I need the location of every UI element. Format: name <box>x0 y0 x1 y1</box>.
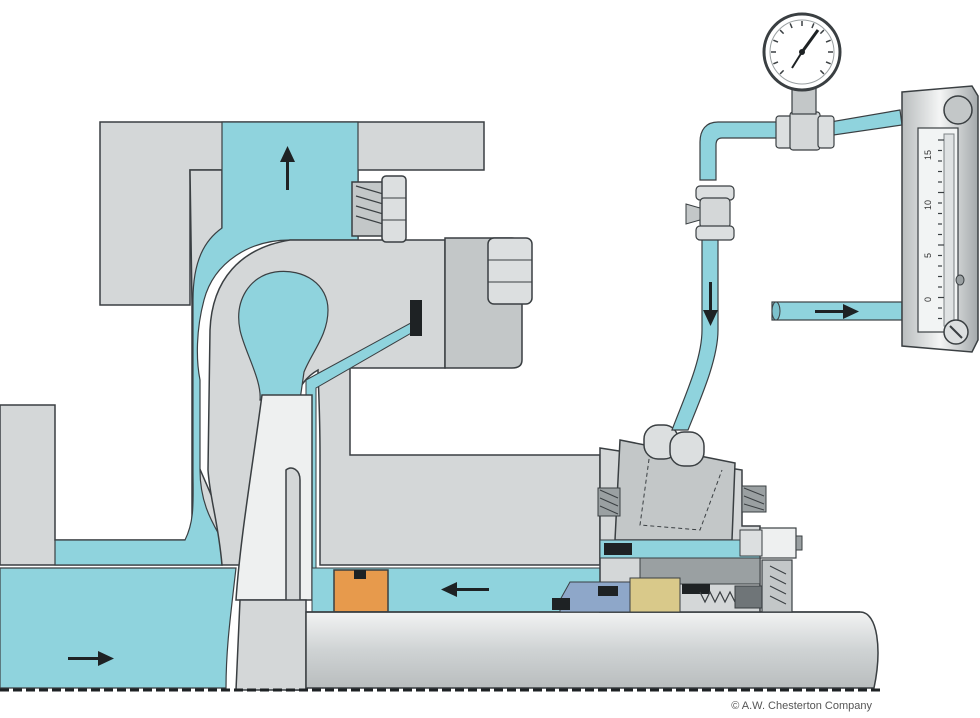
flush-valve <box>685 185 735 241</box>
gauge-tick <box>789 23 793 29</box>
gauge-tee <box>775 85 835 151</box>
flow-arrow-outlet-right <box>815 304 859 319</box>
flowmeter-mark-15: 15 <box>923 150 933 160</box>
flowmeter-mark-10: 10 <box>923 200 933 210</box>
gauge-tick <box>825 39 831 43</box>
shaft <box>305 611 879 689</box>
gauge-tick <box>819 29 825 35</box>
suction-fluid <box>0 567 237 689</box>
flange-bolt <box>351 175 407 243</box>
gauge-tick <box>773 61 779 65</box>
flowmeter-mark-0: 0 <box>923 297 933 302</box>
flow-arrow-seal-left <box>441 582 489 597</box>
gauge-tick <box>819 69 825 75</box>
gauge-needle <box>800 29 820 53</box>
flowmeter-top-knob <box>943 95 973 125</box>
gauge-tick <box>779 69 785 75</box>
impeller-hub <box>235 599 307 691</box>
cover-gasket <box>410 300 422 336</box>
flow-arrow-up <box>280 146 295 190</box>
discharge-channel-fluid <box>54 121 359 566</box>
flow-arrow-suction-right <box>68 651 114 666</box>
mechanical-seal-cartridge <box>552 424 803 613</box>
flow-arrow-pipe-down <box>703 282 718 326</box>
gauge-tick <box>825 61 831 65</box>
flowmeter-mark-5: 5 <box>923 253 933 258</box>
gauge-tick <box>811 23 815 29</box>
cover-bolt-head <box>487 237 533 305</box>
pressure-gauge <box>762 12 842 92</box>
gauge-tick <box>779 29 785 35</box>
gauge-tick <box>773 39 779 43</box>
throat-bushing <box>333 569 389 613</box>
flush-line <box>671 109 903 431</box>
copyright-credit: © A.W. Chesterton Company <box>731 700 872 712</box>
flowmeter: 15 10 5 0 <box>901 85 979 353</box>
